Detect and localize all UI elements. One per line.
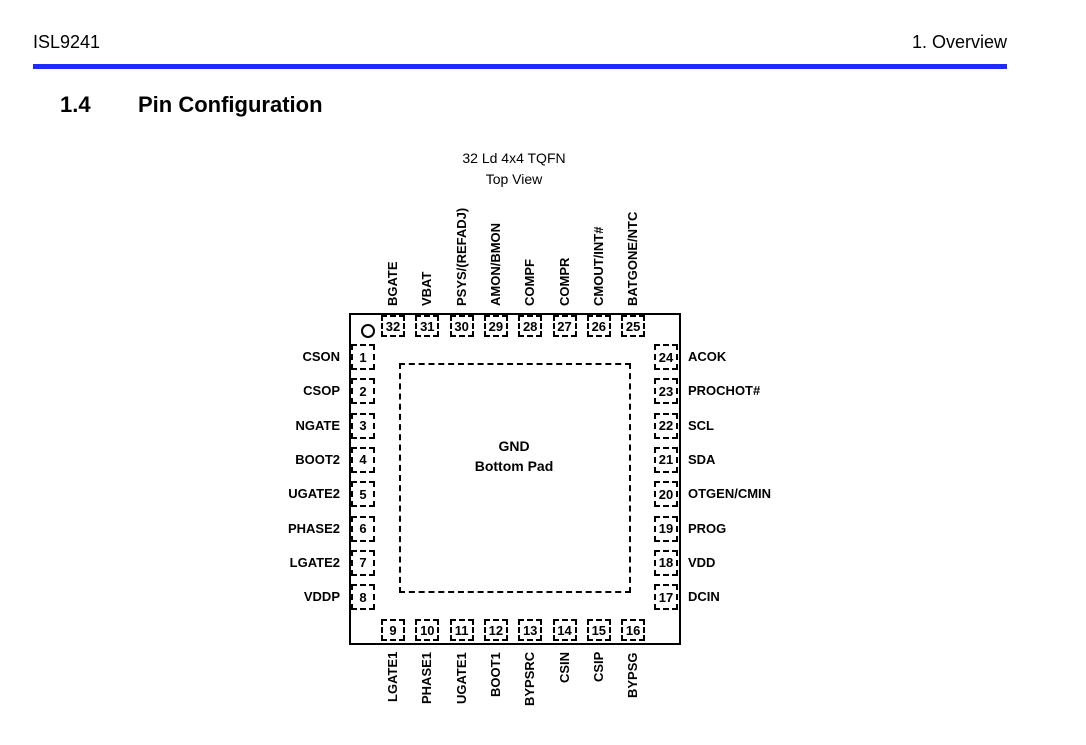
header-chapter: 1. Overview [911,32,1007,52]
pin-label-30: PSYS/(REFADJ) [453,207,469,306]
pin-label-26: CMOUT/INT# [590,226,606,306]
thermal-pad [399,363,631,593]
pin-22: 22 [654,412,678,439]
pad-label-bottom-pad: Bottom Pad [474,458,554,474]
pin-27: 27 [552,315,577,337]
pin-5: 5 [351,481,375,508]
section-number: 1.4 [60,92,91,117]
pin-23: 23 [654,378,678,405]
pin-label-13: BYPSRC [522,651,538,706]
pin-17: 17 [654,584,678,611]
pin-31: 31 [415,315,440,337]
pin-14: 14 [552,619,577,641]
pin-8: 8 [351,584,375,611]
pin-1: 1 [351,344,375,370]
pin-2: 2 [351,378,375,405]
package-caption: 32 Ld 4x4 TQFN [462,150,566,166]
pin-label-20: OTGEN/CMIN [688,486,772,502]
pin-label-1: CSON [302,349,340,364]
pin-21: 21 [654,446,678,473]
pin-label-22: SCL [688,417,714,433]
pin-label-12: BOOT1 [487,652,503,697]
pin-12: 12 [483,619,508,641]
pin-label-31: VBAT [419,271,435,306]
pin-7: 7 [351,549,375,576]
pin-label-3: NGATE [295,417,340,433]
pin-label-4: BOOT2 [295,451,340,467]
pin-9: 9 [381,619,405,641]
pin-label-19: PROG [688,520,727,536]
pin-label-29: AMON/BMON [487,222,503,306]
pin-label-18: VDD [688,554,716,570]
pin-label-11: UGATE1 [453,652,469,704]
pin-label-7: LGATE2 [289,554,340,570]
pin-4: 4 [351,446,375,473]
pin-26: 26 [586,315,611,337]
pin-label-27: COMPR [556,257,572,306]
pin-10: 10 [415,619,440,641]
pin-11: 11 [449,619,474,641]
pin-label-28: COMPF [522,259,538,306]
pin-label-15: CSIP [590,651,606,682]
pin-label-8: VDDP [303,589,340,605]
header-rule [33,64,1007,69]
pin-6: 6 [351,515,375,542]
pin1-marker [361,324,375,338]
pin-32: 32 [381,315,405,337]
pin-label-6: PHASE2 [287,520,340,536]
pin-label-9: LGATE1 [385,651,400,702]
pin-label-14: CSIN [556,651,572,683]
pin-label-5: UGATE2 [288,486,340,502]
thermal-pad-label: GND Bottom Pad [399,436,629,476]
pin-25: 25 [621,315,646,337]
pin-16: 16 [621,619,646,641]
pin-label-17: DCIN [688,589,720,605]
pad-label-gnd: GND [498,438,530,454]
pin-label-24: ACOK [688,349,727,364]
pin-29: 29 [483,315,508,337]
pin-label-10: PHASE1 [419,651,435,704]
package-outline [349,313,681,645]
view-caption: Top View [485,171,543,187]
pin-label-2: CSOP [303,383,340,399]
pin-30: 30 [449,315,474,337]
pin-28: 28 [518,315,543,337]
pin-label-32: BGATE [385,261,400,306]
pin-label-25: BATGONE/NTC [625,211,641,306]
pin-24: 24 [654,344,678,370]
section-title: Pin Configuration [138,92,323,117]
pin-19: 19 [654,515,678,542]
pin-13: 13 [518,619,543,641]
header-doc-title: ISL9241 [33,32,101,52]
pin-label-21: SDA [688,451,716,467]
pin-18: 18 [654,549,678,576]
pin-15: 15 [586,619,611,641]
pin-label-23: PROCHOT# [688,383,761,399]
pin-3: 3 [351,412,375,439]
pin-label-16: BYPSG [625,652,641,698]
pin-20: 20 [654,481,678,508]
